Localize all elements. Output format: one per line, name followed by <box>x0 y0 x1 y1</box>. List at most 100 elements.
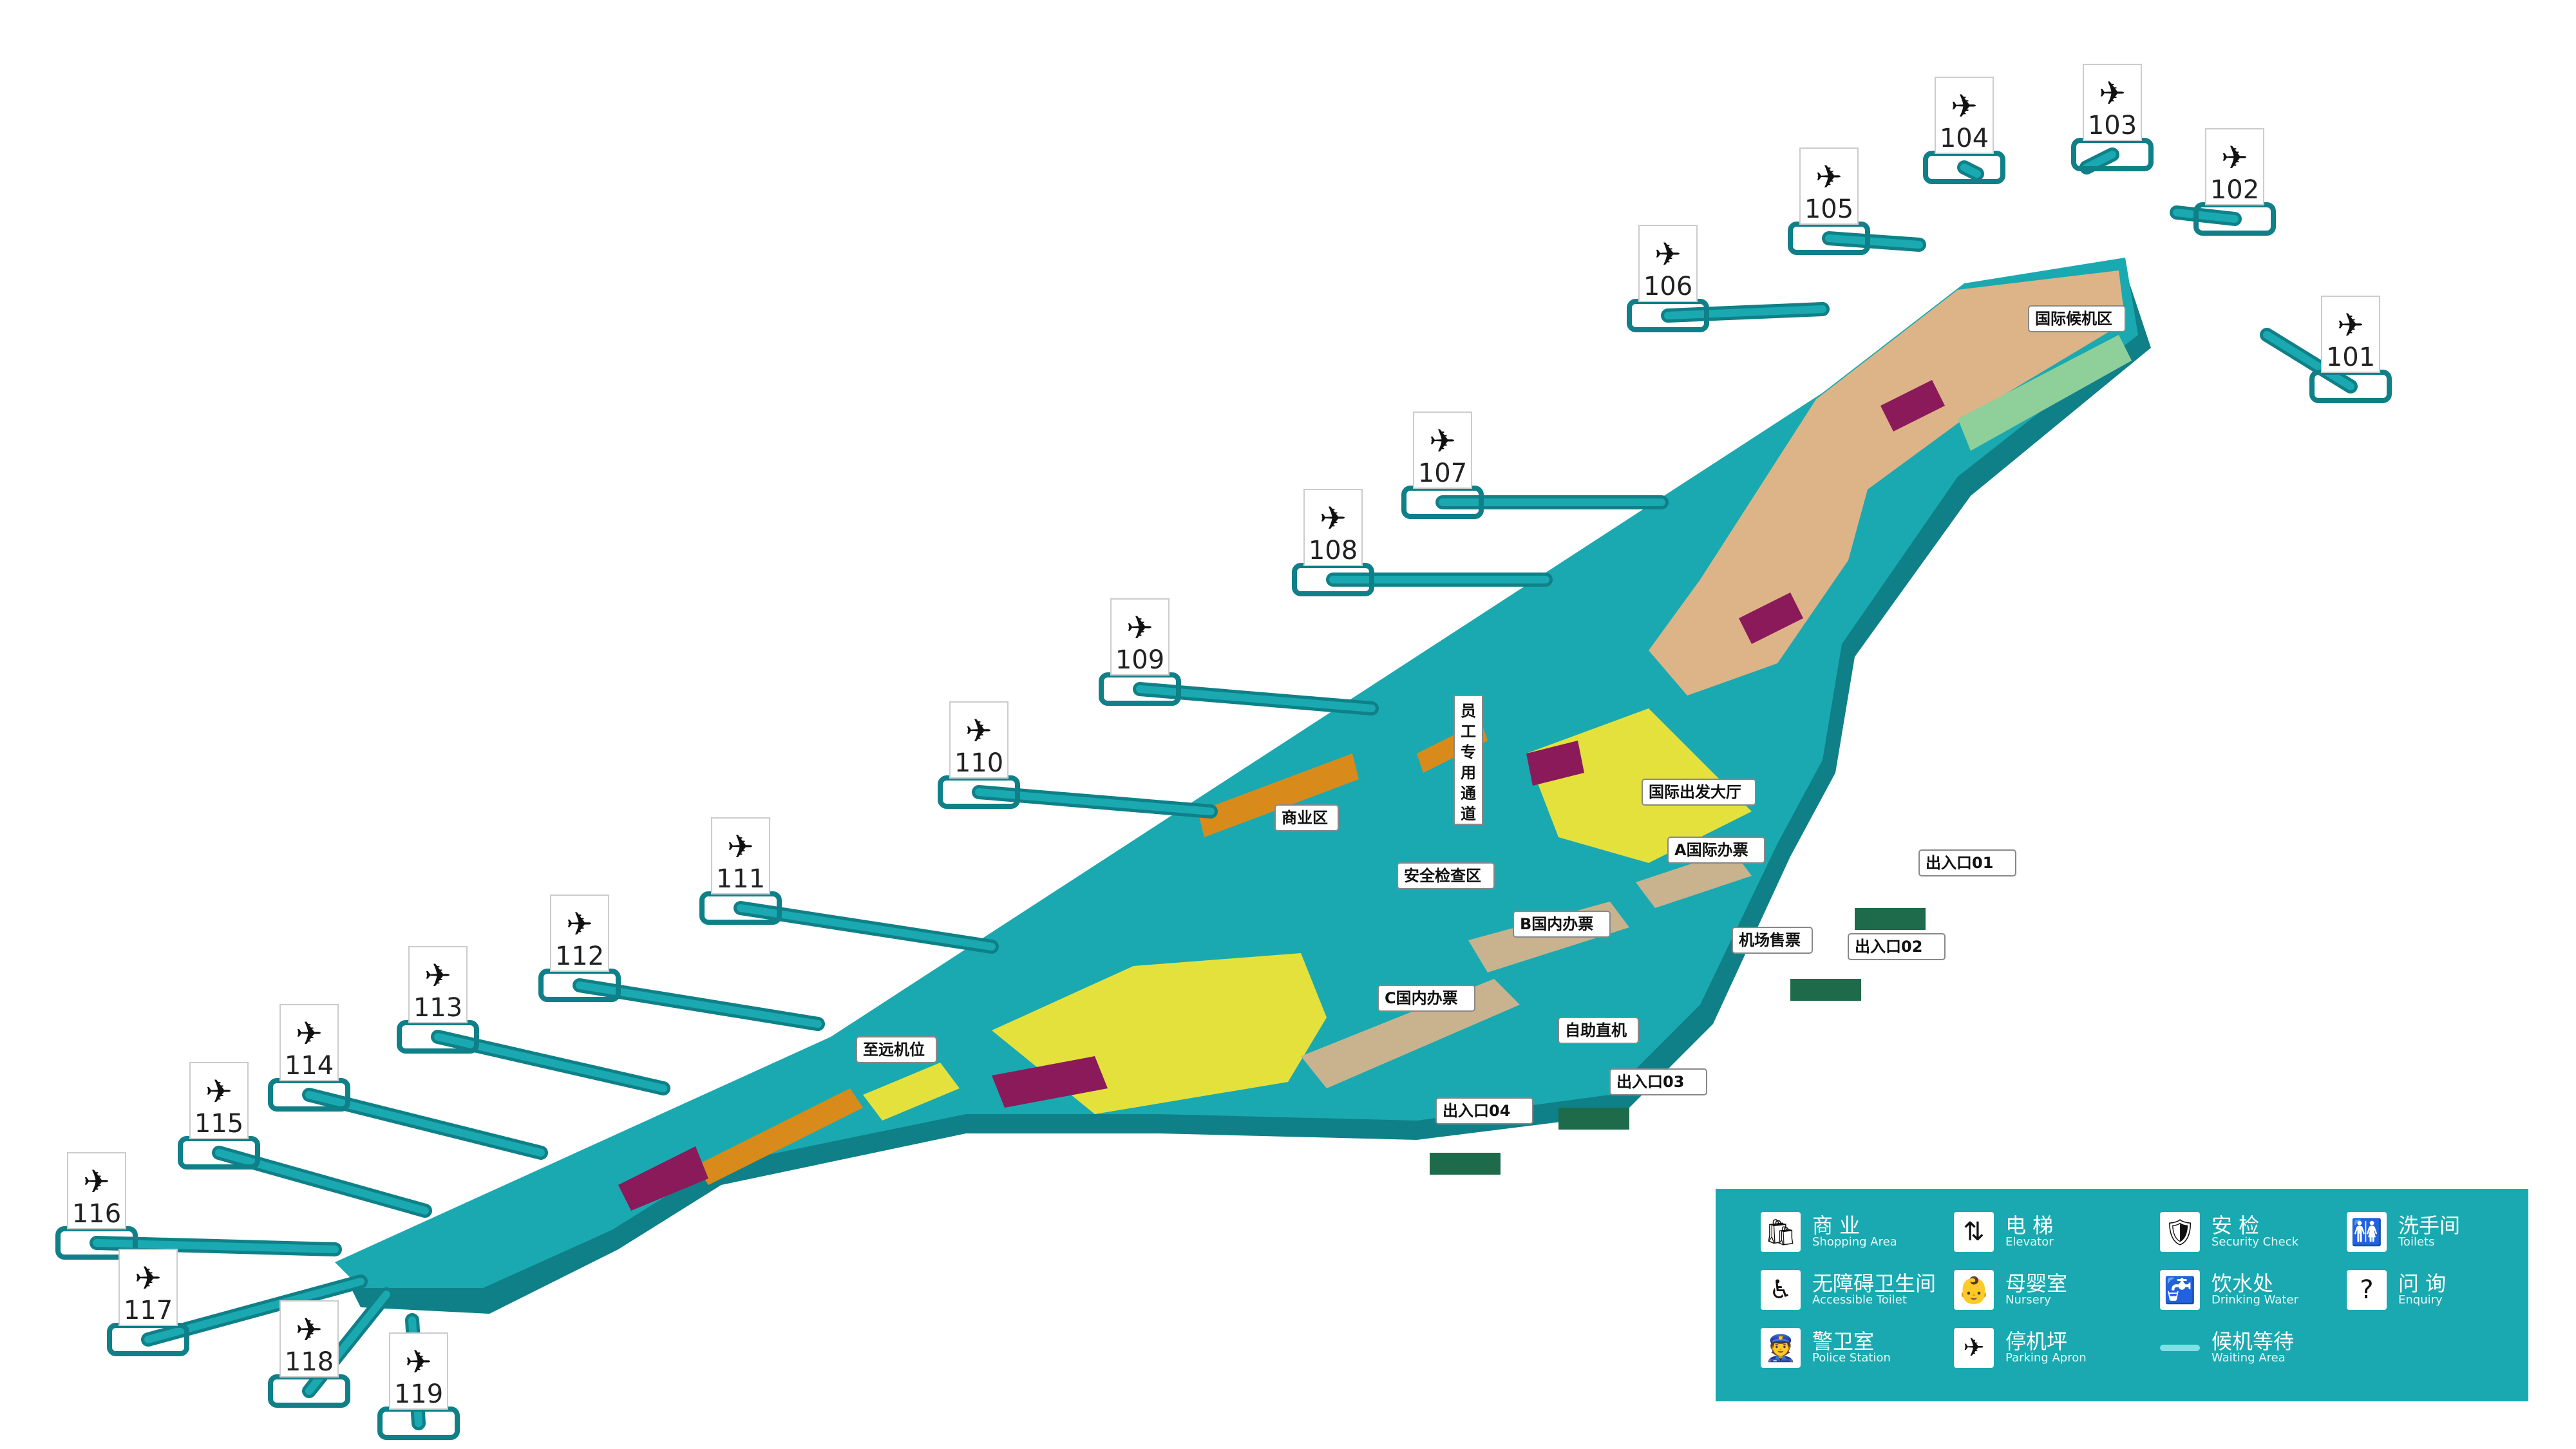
zone-magenta-3 <box>1526 741 1584 786</box>
nursery-icon: 👶 <box>1954 1270 1994 1310</box>
jet-bridge-top <box>215 1149 429 1215</box>
plane-icon: ✈ <box>135 1260 162 1297</box>
gate-106[interactable]: ✈106 <box>1638 225 1698 302</box>
plane-icon: ✈ <box>1126 609 1153 647</box>
svg-text:出入口01: 出入口01 <box>1926 854 1993 872</box>
zone-tan-north <box>1649 270 2125 696</box>
zone-label-exit01: 出入口01 <box>1918 849 2016 876</box>
gate-card <box>711 817 770 895</box>
gate-104[interactable]: ✈104 <box>1935 77 1994 154</box>
svg-text:员: 员 <box>1461 702 1476 720</box>
gate-111[interactable]: ✈111 <box>711 817 770 895</box>
jet-bridge-top <box>1664 305 1826 319</box>
gate-101[interactable]: ✈101 <box>2321 296 2380 373</box>
gate-label: 119 <box>394 1379 443 1409</box>
gate-card <box>949 701 1009 779</box>
zone-label-ticket_sales: 机场售票 <box>1732 927 1813 954</box>
zone-magenta-5 <box>1880 380 1945 431</box>
gate-label: 115 <box>194 1109 243 1139</box>
gate-card <box>2205 128 2264 205</box>
zone-label-self_checkin: 自助直机 <box>1558 1017 1639 1044</box>
gate-109[interactable]: ✈109 <box>1110 598 1170 676</box>
gate-110[interactable]: ✈110 <box>949 701 1009 779</box>
gate-108[interactable]: ✈108 <box>1303 489 1363 566</box>
legend-label-en: Nursery <box>2005 1293 2051 1307</box>
gate-label: 102 <box>2210 175 2259 205</box>
svg-text:用: 用 <box>1461 764 1476 782</box>
gate-117[interactable]: ✈117 <box>118 1249 178 1326</box>
gate-card <box>1413 412 1472 489</box>
zone-orange-2 <box>1198 753 1359 837</box>
gate-label: 101 <box>2326 343 2375 372</box>
svg-text:商业区: 商业区 <box>1282 809 1328 827</box>
legend-label-zh: 商 业 <box>1812 1213 1861 1238</box>
gate-113[interactable]: ✈113 <box>408 946 468 1023</box>
jet-bridge-top <box>2083 151 2116 171</box>
plane-icon: ✈ <box>1815 158 1842 196</box>
plane-icon: ✈ <box>1654 236 1681 273</box>
plane-icon: ✈ <box>566 905 593 943</box>
svg-text:A国际办票: A国际办票 <box>1674 841 1748 859</box>
gate-107[interactable]: ✈107 <box>1413 412 1472 489</box>
gate-card <box>118 1249 178 1326</box>
svg-text:通: 通 <box>1461 784 1476 802</box>
legend-label-en: Police Station <box>1812 1351 1891 1365</box>
gate-label: 111 <box>716 864 765 894</box>
gate-card <box>1303 489 1363 566</box>
gate-119[interactable]: ✈119 <box>389 1332 448 1410</box>
legend-label-zh: 候机等待 <box>2211 1329 2295 1354</box>
gate-label: 116 <box>72 1199 121 1229</box>
svg-text:专: 专 <box>1461 743 1476 761</box>
gate-112[interactable]: ✈112 <box>550 895 609 972</box>
exit-markers <box>1430 908 1926 1175</box>
plane-icon: ✈ <box>1954 1328 1994 1368</box>
gate-label: 114 <box>285 1051 334 1081</box>
drinking-water-icon: 🚰 <box>2160 1270 2200 1310</box>
legend-label-en: Drinking Water <box>2211 1293 2298 1307</box>
legend-label-en: Enquiry <box>2398 1293 2443 1307</box>
gate-102[interactable]: ✈102 <box>2205 128 2264 205</box>
zone-label-exit03: 出入口03 <box>1609 1068 1707 1095</box>
plane-icon: ✈ <box>205 1073 232 1110</box>
gate-118[interactable]: ✈118 <box>279 1300 339 1378</box>
jet-bridge-top <box>144 1278 365 1343</box>
gate-115[interactable]: ✈115 <box>189 1062 249 1139</box>
svg-text:工: 工 <box>1461 723 1476 741</box>
accessible-icon: ♿ <box>1761 1270 1801 1310</box>
plane-icon: ✈ <box>2337 307 2364 344</box>
gate-card <box>2083 64 2142 141</box>
zone-label-exit04: 出入口04 <box>1435 1097 1533 1124</box>
gate-label: 110 <box>954 748 1003 778</box>
legend-label-zh: 无障碍卫生间 <box>1812 1271 1937 1296</box>
svg-text:B国内办票: B国内办票 <box>1520 915 1593 933</box>
legend-label-zh: 停机坪 <box>2005 1329 2068 1354</box>
zone-ticket-a <box>1636 850 1752 908</box>
plane-icon: ✈ <box>1320 500 1347 537</box>
gate-114[interactable]: ✈114 <box>279 1004 339 1081</box>
police-icon: 👮 <box>1761 1328 1801 1368</box>
gate-105[interactable]: ✈105 <box>1799 147 1859 225</box>
jet-bridge-top <box>2263 331 2354 390</box>
jet-bridge-top <box>434 1033 667 1092</box>
zone-label-exit02: 出入口02 <box>1848 933 1946 960</box>
legend-label-zh: 安 检 <box>2211 1213 2260 1238</box>
zone-magenta-4 <box>1739 592 1803 644</box>
legend-label-zh: 母婴室 <box>2005 1271 2068 1296</box>
gate-116[interactable]: ✈116 <box>67 1152 126 1229</box>
plane-icon: ✈ <box>424 957 451 994</box>
exit-door <box>1790 979 1861 1001</box>
svg-text:至远机位: 至远机位 <box>863 1041 925 1059</box>
gate-card <box>1638 225 1698 302</box>
gate-103[interactable]: ✈103 <box>2083 64 2142 141</box>
jet-bridge-top <box>1825 234 1923 249</box>
gate-label: 103 <box>2088 111 2137 140</box>
svg-text:C国内办票: C国内办票 <box>1385 989 1458 1007</box>
gate-label: 106 <box>1643 272 1692 301</box>
